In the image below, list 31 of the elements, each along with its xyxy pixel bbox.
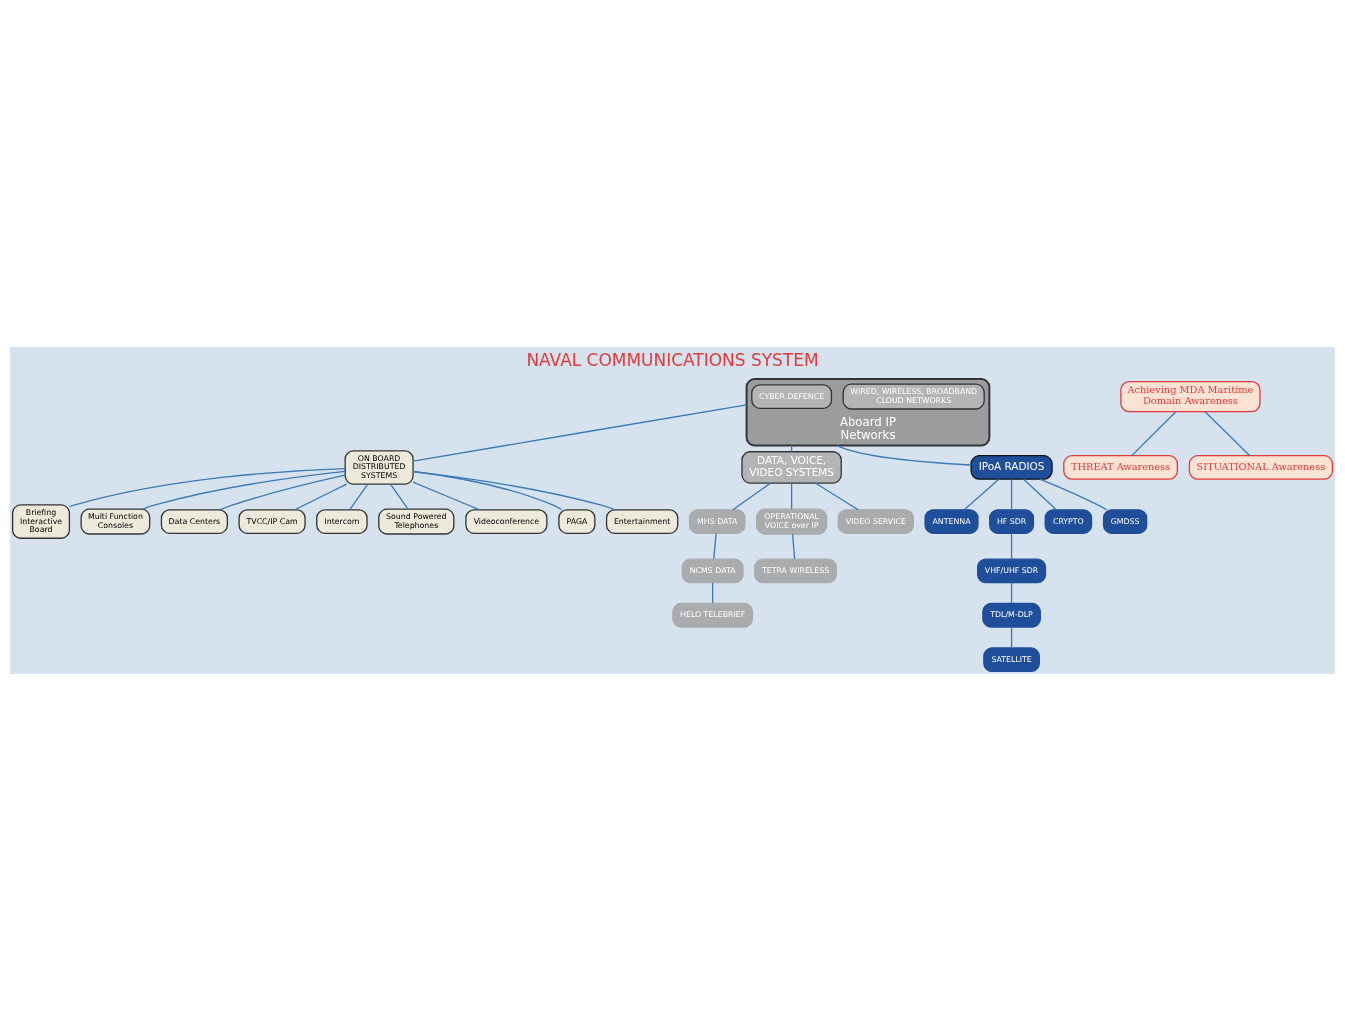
connector: [412, 470, 617, 511]
node-box: IPoA RADIOS: [970, 455, 1053, 480]
connector: [963, 478, 1000, 511]
connector: [1010, 582, 1013, 604]
connector: [1010, 626, 1013, 649]
connector: [712, 582, 714, 604]
connector: [1010, 478, 1013, 511]
connector: [713, 532, 717, 560]
node-box: THREAT Awareness: [1063, 455, 1178, 480]
connector: [790, 482, 793, 510]
connector: [349, 483, 369, 511]
connector: [815, 482, 859, 511]
connector: [1010, 532, 1013, 560]
node-box: Achieving MDA Maritime Domain Awareness: [1120, 380, 1261, 413]
connector: [68, 468, 346, 508]
connector: [412, 481, 481, 511]
connector: [1039, 478, 1108, 511]
node-box: SITUATIONAL Awareness: [1188, 455, 1334, 480]
connector: [389, 483, 409, 510]
connector: [1131, 411, 1177, 457]
connector: [836, 444, 972, 466]
connector: [141, 470, 346, 510]
connector: [1204, 411, 1251, 457]
node-box: DATA, VOICE, VIDEO SYSTEMS: [741, 451, 842, 484]
connector: [412, 404, 748, 462]
diagram-title: NAVAL COMMUNICATIONS SYSTEM: [526, 349, 819, 370]
connector: [219, 474, 346, 511]
connector: [732, 482, 771, 511]
connector: [791, 533, 796, 560]
connector: [294, 483, 348, 511]
connector: [1022, 478, 1057, 511]
